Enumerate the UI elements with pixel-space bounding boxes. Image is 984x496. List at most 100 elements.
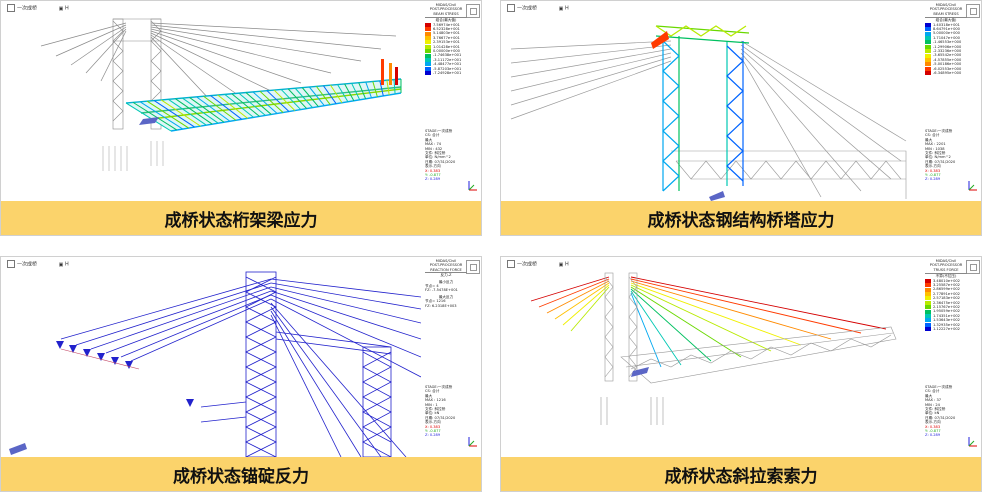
view-label: 一次成桥 [517, 5, 538, 12]
deck-rib [231, 93, 260, 117]
module-name: POST-PROCESSOR [929, 7, 963, 12]
deck-rib [175, 98, 213, 125]
legend-row: -5.00186e+000 [925, 62, 967, 67]
legend-row: 2.57183e+002 [925, 296, 967, 301]
layout-icon[interactable]: ▣ [558, 5, 564, 12]
min-label: MIN : 24 [925, 402, 940, 407]
model-viewport[interactable] [501, 1, 981, 201]
layout-icon[interactable]: ▣ [58, 5, 64, 12]
legend-swatch [925, 283, 931, 288]
stage-label: STAGE:一次成桥 [925, 385, 953, 389]
deck-rib [393, 79, 396, 95]
legend-swatch [925, 40, 931, 45]
deck-rib [372, 81, 378, 98]
legend-swatch [425, 40, 431, 45]
model-viewport[interactable] [501, 257, 981, 457]
model-viewport[interactable] [1, 257, 481, 457]
caption-text: 成桥状态锚碇反力 [173, 466, 309, 487]
layout-icon[interactable]: ▣ [558, 261, 564, 268]
program-name: MIDAS/Civil [435, 259, 457, 263]
x-label: X: 0.383 [925, 424, 941, 429]
z-label: Z: 0.289 [425, 177, 441, 182]
deck-rib [146, 100, 189, 129]
legend-swatch [925, 71, 931, 76]
caption-bar: 成桥状态锚碇反力 [1, 457, 481, 491]
legend-row: 2.36475e+002 [925, 301, 967, 305]
bridge-model-canvas [510, 25, 907, 201]
legend-row: -3.11172e+001 [425, 58, 467, 62]
z-label: Z: 0.289 [925, 433, 941, 438]
component-label: 组合(最大值) [435, 18, 457, 23]
layout-icon[interactable]: ▣ [58, 261, 64, 268]
model-viewport[interactable] [1, 1, 481, 201]
towers [200, 271, 392, 457]
deck-rib [365, 81, 372, 99]
deck-rib [210, 95, 243, 120]
analysis-info: STAGE:一次成桥 CS: 合计 最大 MAX : 2201 MIN : 10… [925, 129, 967, 182]
toolbar[interactable]: 一次成桥 ▣ H [7, 260, 69, 268]
view-cube-icon[interactable] [466, 4, 480, 18]
view-icon[interactable] [7, 260, 15, 268]
toolbar[interactable]: 一次成桥 ▣ H [7, 4, 69, 12]
deck-rib [259, 90, 284, 113]
date-label: 日期: 07/31/2020 [425, 415, 456, 420]
legend-row: 1.01428e+001 [425, 45, 467, 49]
legend-row: -3.65542e+000 [925, 53, 967, 58]
legend-value: 1.12227e+002 [933, 326, 960, 331]
view-icon[interactable] [507, 260, 515, 268]
deck-rib [153, 100, 195, 128]
min-reaction-value: FZ: 6.2318E+003 [425, 303, 457, 308]
stage-label: STAGE:一次成桥 [425, 129, 453, 133]
legend-swatch [425, 66, 431, 71]
cs-label: CS: 合计 [425, 133, 440, 138]
stay-cables [60, 278, 421, 457]
cs-label: CS: 合计 [925, 389, 940, 394]
z-label: Z: 0.289 [425, 433, 441, 438]
view-icon[interactable] [507, 4, 515, 12]
date-label: 日期: 07/31/2020 [925, 159, 956, 164]
result-type: BEAM STRESS [433, 11, 459, 16]
piles [102, 141, 164, 171]
y-label: Y: -0.877 [925, 429, 941, 434]
max-label: MAX : 2201 [925, 142, 946, 147]
dir-label: 表示-方向 [425, 164, 441, 169]
view-cube-icon[interactable] [966, 4, 980, 18]
y-label: Y: -0.877 [425, 173, 441, 178]
legend-row: -6.02553e+000 [925, 67, 967, 71]
legend-value: -4.57855e+000 [933, 57, 962, 62]
legend-swatch [925, 291, 931, 296]
view-cube-icon[interactable] [966, 260, 980, 274]
view-cube-icon[interactable] [466, 260, 480, 274]
date-label: 日期: 07/31/2020 [925, 415, 956, 420]
analysis-info: STAGE:一次成桥 CS: 合计 最大 MAX : 1216 MIN : 1 … [425, 385, 467, 438]
toolbar[interactable]: 一次成桥 ▣ H [507, 260, 569, 268]
legend-value: 1.95059e+002 [933, 309, 960, 314]
deck-rib [351, 83, 361, 101]
legend-swatch [425, 53, 431, 58]
legend-value: 3.48010e+002 [933, 278, 960, 283]
legend-swatch [925, 305, 931, 310]
caption-bar: 成桥状态桁架梁应力 [1, 201, 481, 235]
legend-value: -5.87203e+001 [433, 66, 462, 71]
legend-row: 1.71047e+000 [925, 36, 967, 40]
view-icon[interactable] [7, 4, 15, 12]
legend-swatch [925, 53, 931, 58]
caption-text: 成桥状态斜拉索索力 [664, 466, 818, 487]
truss-deck [125, 59, 402, 132]
legend-swatch [925, 296, 931, 301]
file-label: 文件: 斜拉桥 [425, 407, 446, 412]
comp-label: 最大 [425, 137, 433, 142]
legend-row: -1.29906e+000 [925, 45, 967, 49]
legend-row: 3.76677e+001 [425, 36, 467, 40]
legend-swatch [425, 44, 431, 49]
caption-bar: 成桥状态钢结构桥塔应力 [501, 201, 981, 235]
result-legend: MIDAS/Civil POST-PROCESSOR BEAM STRESS 组… [425, 3, 467, 76]
deck-rib [330, 84, 343, 104]
legend-row: 1.53643e+002 [925, 318, 967, 323]
toolbar[interactable]: 一次成桥 ▣ H [507, 4, 569, 12]
comp-label: 最大 [925, 393, 933, 398]
y-label: Y: -0.877 [925, 173, 941, 178]
legend-row: 2.39153e+001 [425, 40, 467, 45]
